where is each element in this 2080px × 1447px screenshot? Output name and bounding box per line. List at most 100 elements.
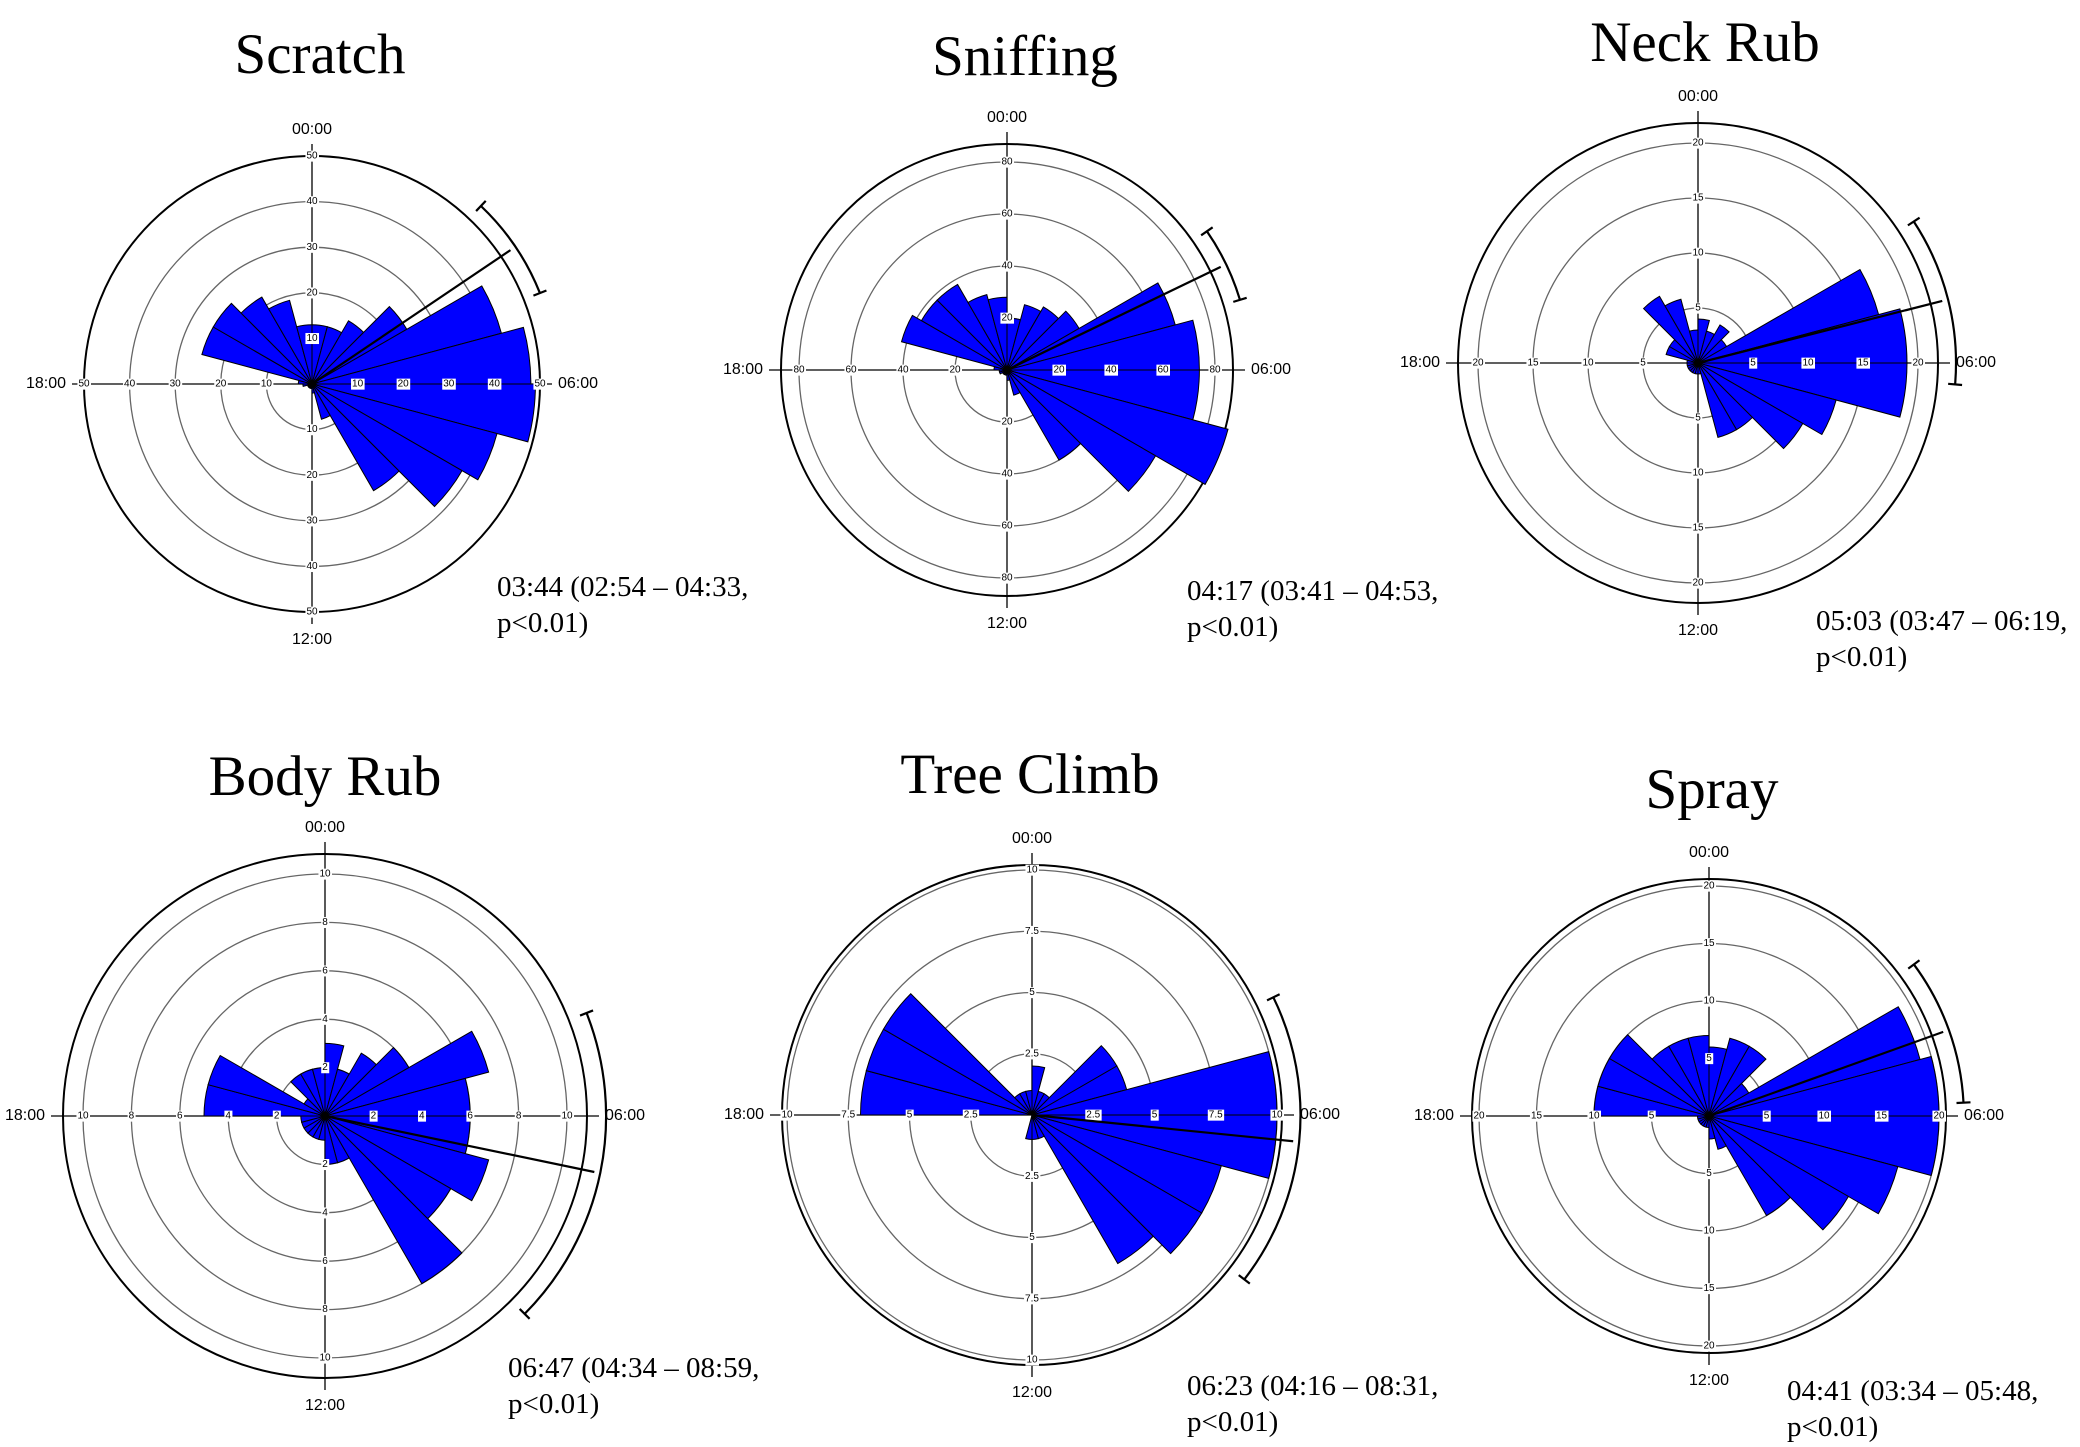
radial-tick-label: 15 (1692, 523, 1704, 534)
radial-tick-label: 20 (1912, 358, 1924, 369)
clock-direction-label: 00:00 (292, 121, 332, 138)
radial-tick-label: 50 (306, 151, 318, 162)
rose-petal (1697, 362, 1738, 438)
panel-title: Body Rub (209, 745, 442, 808)
radial-tick-label: 5 (1695, 303, 1701, 314)
panel-title: Spray (1646, 758, 1779, 821)
tick-label-backing (1000, 520, 1014, 532)
tick-label-backing (1024, 1048, 1041, 1060)
radial-tick-label: 10 (1692, 248, 1704, 259)
confidence-interval-cap (1200, 226, 1214, 237)
tick-label-backing (1856, 357, 1870, 369)
clock-direction-label: 12:00 (987, 615, 1027, 632)
tick-label-backing (1705, 1168, 1714, 1180)
clock-direction-label: 18:00 (1414, 1107, 1454, 1124)
tick-label-backing (442, 378, 456, 390)
tick-label-backing (168, 378, 183, 390)
mean-direction-line (1031, 1113, 1294, 1143)
clock-direction-label: 12:00 (1689, 1372, 1729, 1389)
tick-label-backing (305, 241, 319, 253)
radial-tick-label: 10 (306, 333, 318, 344)
rose-petal (1031, 1114, 1154, 1265)
tick-label-backing (487, 378, 502, 390)
radial-tick-label: 5 (1764, 1111, 1770, 1122)
rose-petal (1025, 1114, 1033, 1141)
tick-label-backing (127, 1110, 136, 1122)
radial-tick-label: 5 (1640, 358, 1646, 369)
tick-label-backing (214, 378, 228, 390)
tick-label-backing (1471, 357, 1485, 369)
radial-tick-label: 30 (443, 379, 455, 390)
radial-tick-label: 10 (1271, 1110, 1283, 1121)
radial-tick-label: 10 (1703, 996, 1715, 1007)
tick-label-backing (123, 378, 137, 390)
radial-tick-label: 2.5 (964, 1110, 978, 1121)
tick-label-backing (321, 1207, 330, 1219)
tick-label-backing (1587, 1110, 1601, 1122)
tick-label-backing (418, 1110, 427, 1122)
tick-label-backing (1749, 357, 1758, 369)
tick-label-backing (1208, 364, 1222, 376)
clock-direction-label: 06:00 (605, 1107, 645, 1124)
radial-tick-label: 10 (1692, 468, 1704, 479)
rose-petal (1708, 1115, 1792, 1217)
tick-label-backing (369, 1110, 378, 1122)
radial-tick-label: 40 (306, 561, 318, 572)
tick-label-backing (305, 287, 319, 299)
tick-label-backing (792, 364, 806, 376)
tick-label-backing (318, 868, 332, 880)
rose-petal (936, 283, 1008, 371)
radial-tick-label: 80 (1001, 573, 1013, 584)
rose-petal (1608, 1033, 1710, 1117)
tick-label-backing (1024, 1170, 1041, 1182)
radial-tick-label: 10 (1802, 358, 1814, 369)
panel-title: Scratch (235, 23, 406, 86)
radial-tick-label: 7.5 (1209, 1110, 1223, 1121)
radial-tick-label: 5 (1649, 1111, 1655, 1122)
rose-petal (311, 383, 315, 394)
rose-petal (967, 294, 1008, 371)
tick-label-backing (321, 1013, 330, 1025)
tick-label-backing (1691, 192, 1705, 204)
mean-time-annotation: p<0.01) (1187, 1406, 1278, 1438)
confidence-interval-cap (1907, 959, 1921, 970)
radial-tick-label: 2 (274, 1111, 280, 1122)
tick-label-backing (1104, 364, 1118, 376)
tick-label-backing (1702, 1225, 1716, 1237)
rose-petal (1664, 298, 1699, 364)
radial-tick-label: 15 (1692, 193, 1704, 204)
clock-direction-label: 00:00 (1012, 830, 1052, 847)
tick-label-backing (1647, 1110, 1656, 1122)
tick-label-backing (1028, 987, 1037, 999)
radial-tick-label: 40 (1001, 469, 1013, 480)
tick-label-backing (1000, 208, 1014, 220)
radial-tick-label: 10 (352, 379, 364, 390)
radial-tick-label: 20 (306, 470, 318, 481)
radial-tick-label: 30 (306, 515, 318, 526)
clock-direction-label: 12:00 (1678, 622, 1718, 639)
rose-petal (311, 383, 331, 420)
clock-direction-label: 18:00 (723, 361, 763, 378)
tick-label-backing (844, 364, 858, 376)
tick-label-backing (1702, 938, 1716, 950)
tick-label-backing (1472, 1110, 1486, 1122)
tick-label-backing (1270, 1109, 1284, 1121)
radial-tick-label: 20 (1703, 881, 1715, 892)
radial-tick-label: 2 (322, 1062, 328, 1073)
radial-tick-label: 15 (1876, 1111, 1888, 1122)
radial-tick-label: 2 (322, 1159, 328, 1170)
tick-label-backing (321, 1304, 330, 1316)
radial-tick-label: 6 (322, 1256, 328, 1267)
tick-label-backing (1529, 1110, 1544, 1122)
clock-direction-label: 00:00 (1678, 88, 1718, 105)
radial-tick-label: 10 (261, 379, 273, 390)
tick-label-backing (1691, 467, 1705, 479)
tick-label-backing (1156, 364, 1170, 376)
radial-tick-label: 15 (1531, 1111, 1543, 1122)
radial-tick-label: 15 (1857, 358, 1869, 369)
tick-label-backing (305, 515, 319, 527)
tick-label-backing (1526, 357, 1540, 369)
radial-tick-label: 20 (1001, 313, 1013, 324)
tick-label-backing (76, 1110, 90, 1122)
tick-label-backing (321, 1159, 330, 1171)
